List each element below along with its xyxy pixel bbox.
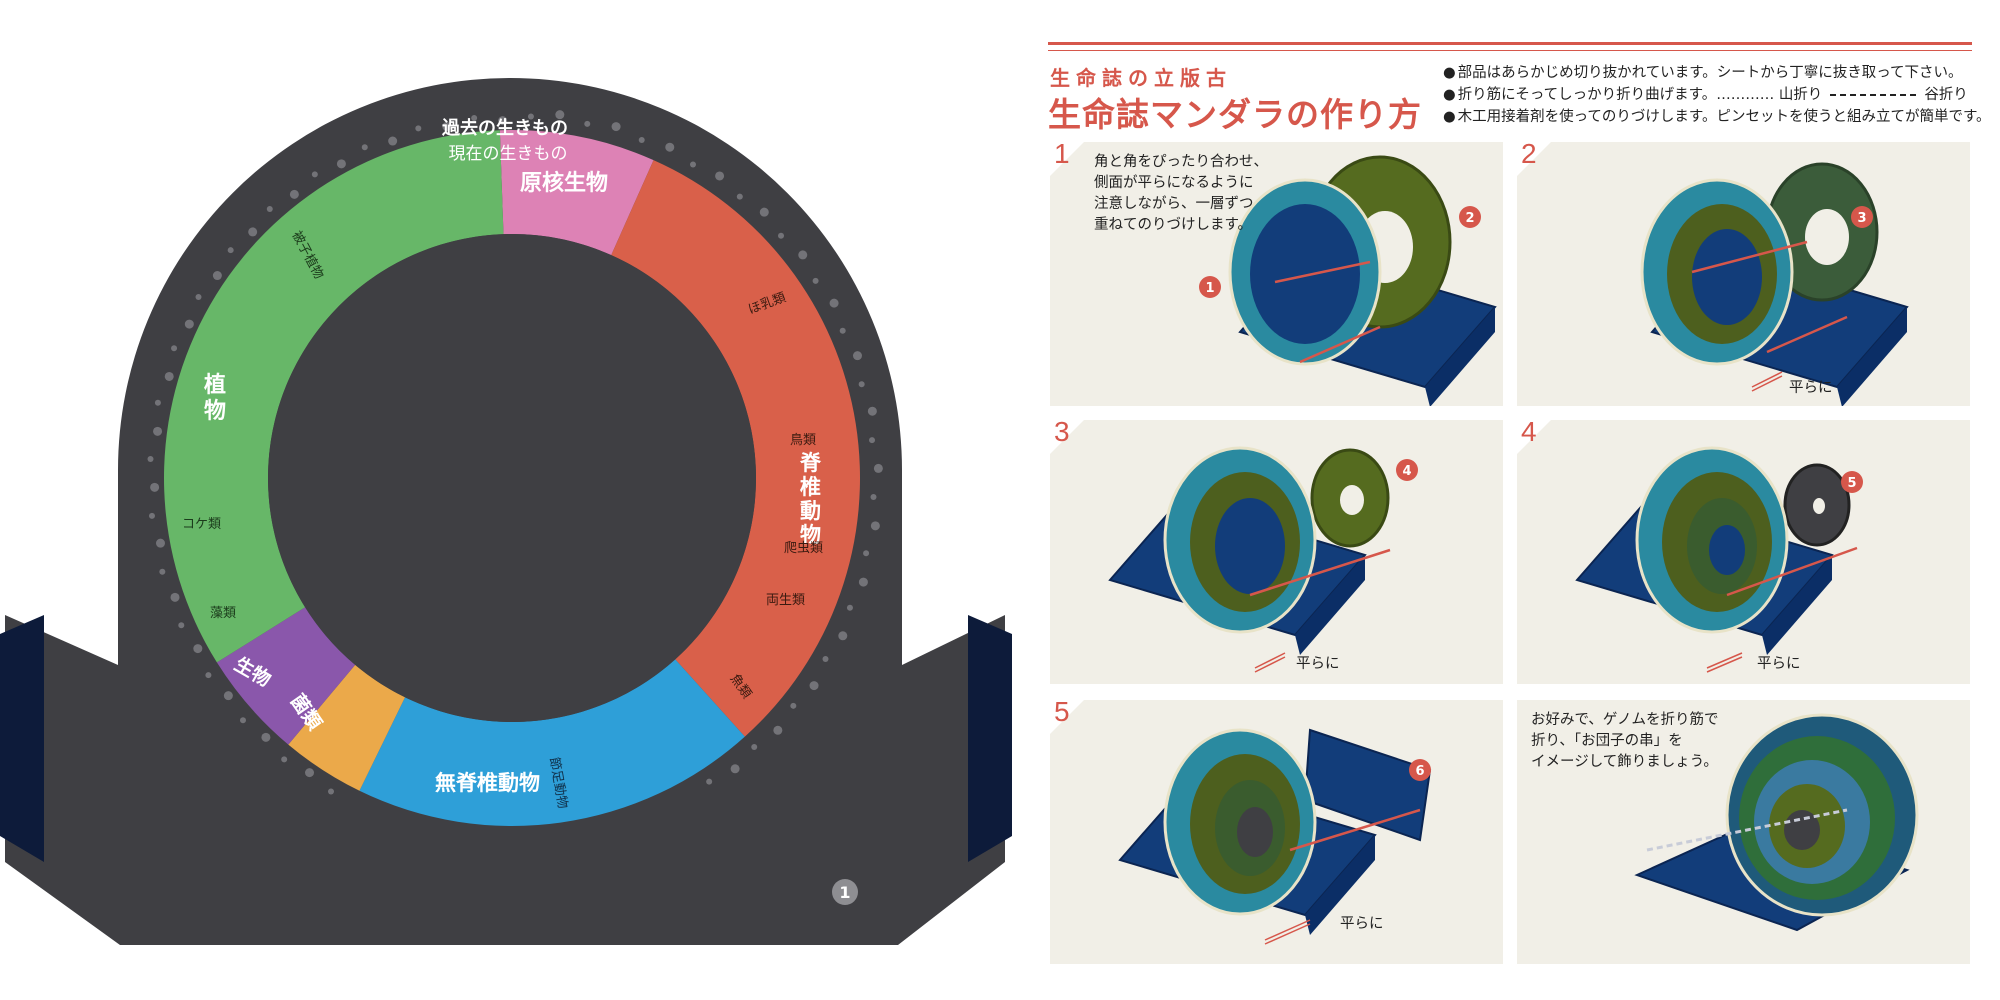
left-side-tab [0, 615, 44, 862]
finished-panel: お好みで、ゲノムを折り筋で 折り、「お団子の串」を イメージして飾りましょう。 [1517, 700, 1970, 964]
fungi-sector [288, 664, 406, 791]
step-panel-3: 4 3 平らに [1050, 416, 1503, 684]
algae-label: 藻類 [210, 606, 236, 621]
flat-label: 平らに [1757, 656, 1801, 672]
svg-text:3: 3 [1857, 211, 1866, 226]
right-side-tab [968, 615, 1012, 862]
life-ring [164, 130, 860, 826]
note-item: 木工用接着剤を使ってのりづけします。ピンセットを使うと組み立てが簡単です。 [1443, 106, 1991, 128]
step-number: 5 [1054, 696, 1070, 727]
svg-text:脊: 脊 [799, 451, 822, 475]
prokaryote-sector [499, 130, 654, 256]
flat-label: 平らに [1296, 656, 1340, 672]
vertebrate-label: 脊椎動物 [799, 451, 822, 547]
valley-fold-line [1830, 94, 1917, 96]
step-1-caption: 角と角をぴったり合わせ、 側面が平らになるように 注意しながら、一層ずつ 重ねて… [1094, 154, 1268, 233]
center-hole [268, 234, 756, 722]
svg-text:1: 1 [1205, 281, 1214, 296]
flat-label: 平らに [1340, 916, 1384, 932]
plant-sector [164, 130, 504, 663]
step-panel-4: 5 4 平らに [1517, 416, 1970, 684]
assembly-notes: 部品はあらかじめ切り抜かれています。シートから丁寧に抜き取って下さい。 折り筋に… [1443, 62, 1991, 128]
reptile-label: 爬虫類 [784, 541, 823, 556]
step-number: 1 [1054, 138, 1070, 169]
note-item: 部品はあらかじめ切り抜かれています。シートから丁寧に抜き取って下さい。 [1443, 62, 1983, 84]
step-number: 2 [1521, 138, 1537, 169]
step-panel-2: 3 2 平らに [1517, 138, 1970, 406]
instructions-subtitle: 生命誌の立版古 [1050, 66, 1232, 90]
mandala-sheet: 過去の生きもの 現在の生きもの 原核生物 植 物 被子植物 コケ類 藻類 生物 … [0, 78, 1012, 945]
header-rule-thick [1048, 42, 1972, 45]
instructions-title: 生命誌マンダラの作り方 [1048, 95, 1422, 134]
present-life-label: 現在の生きもの [449, 144, 568, 164]
bird-label: 鳥類 [790, 433, 816, 448]
step-number: 4 [1521, 416, 1537, 447]
prokaryote-label: 原核生物 [520, 170, 608, 196]
amphibian-label: 両生類 [766, 593, 805, 608]
svg-text:6: 6 [1415, 764, 1424, 779]
svg-text:5: 5 [1847, 476, 1856, 491]
invertebrate-label: 無脊椎動物 [435, 771, 540, 795]
svg-text:4: 4 [1402, 464, 1411, 479]
step-panel-1: 1 2 1 角と角をぴったり合わせ、 側面が平らになるように 注意しながら、一層ず… [1050, 138, 1503, 406]
plant-label-1: 植 [204, 372, 226, 398]
step-panel-5: 6 5 平らに [1050, 696, 1503, 964]
header-rule-thin [1048, 50, 1972, 51]
part-number-badge [832, 879, 858, 905]
final-caption: お好みで、ゲノムを折り筋で 折り、「お団子の串」を イメージして飾りましょう。 [1531, 712, 1719, 770]
protist-sector [216, 607, 356, 745]
svg-text:2: 2 [1465, 211, 1474, 226]
past-life-label: 過去の生きもの [442, 117, 568, 139]
svg-text:物: 物 [800, 523, 821, 547]
step-number: 3 [1054, 416, 1070, 447]
invertebrate-sector [359, 659, 745, 826]
svg-text:動: 動 [800, 499, 821, 523]
fossil-silhouettes [147, 110, 883, 795]
moss-label: コケ類 [182, 517, 221, 532]
plant-label-2: 物 [204, 398, 226, 424]
svg-text:椎: 椎 [800, 475, 821, 499]
flat-label: 平らに [1789, 380, 1833, 396]
part-number: 1 [839, 883, 850, 902]
vertebrate-sector [611, 160, 860, 737]
